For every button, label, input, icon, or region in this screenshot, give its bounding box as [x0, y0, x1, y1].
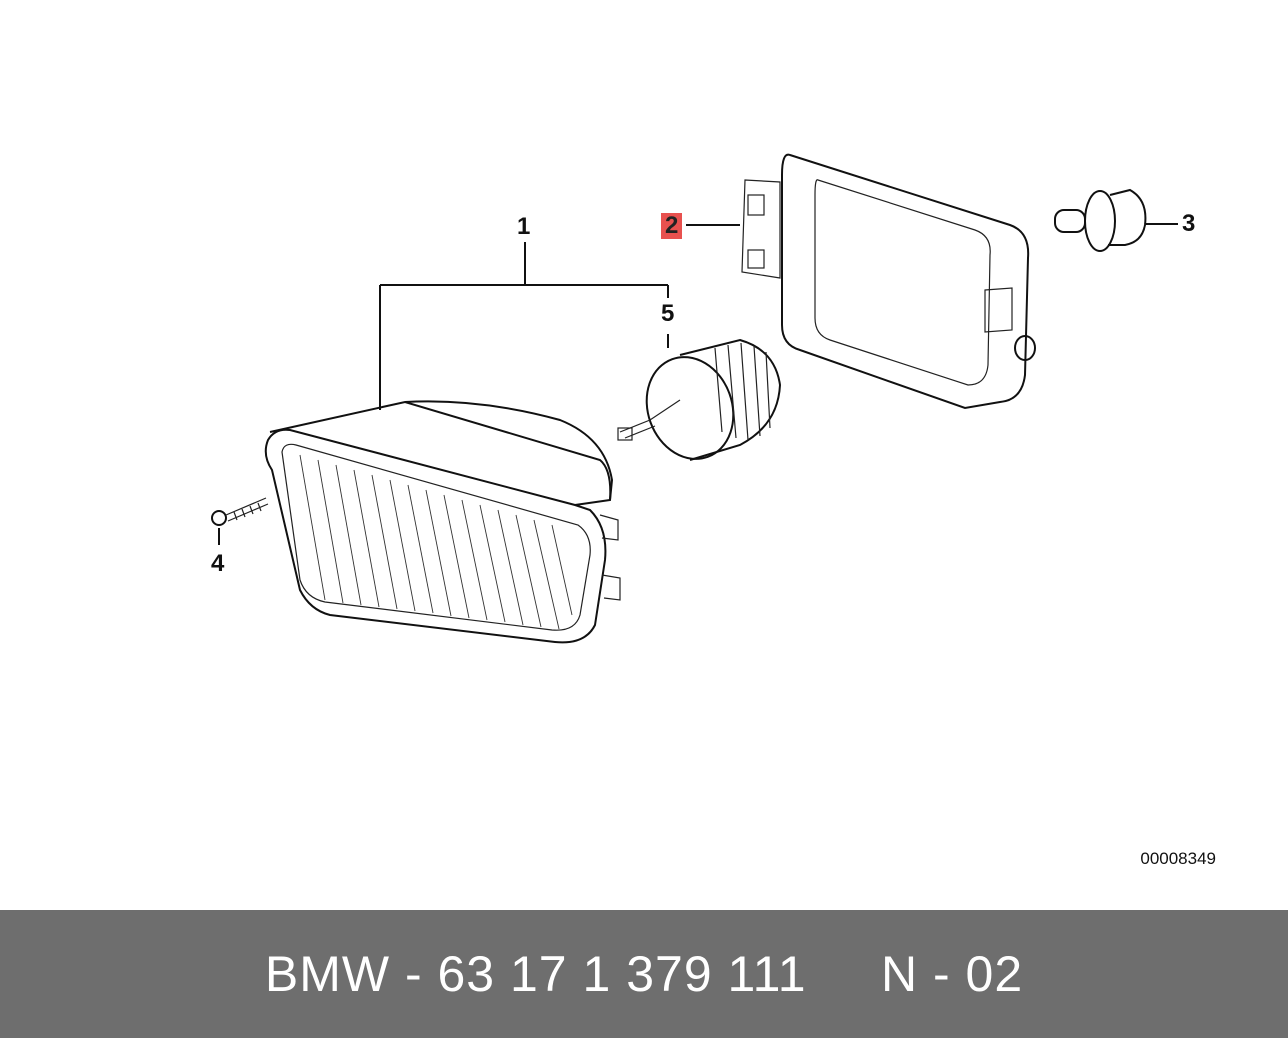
callout-3: 3: [1182, 210, 1196, 237]
callout-1: 1: [517, 213, 531, 240]
part-number-footer: BMW - 63 17 1 379 111 N - 02: [0, 910, 1288, 1038]
bulb-socket: [617, 338, 782, 461]
callout-4: 4: [211, 550, 225, 577]
lens-hatching: [299, 454, 573, 630]
callout-2: 2: [661, 213, 683, 239]
diagram-reference-number: 00008349: [1140, 849, 1216, 868]
fog-light-exploded-view: [211, 153, 1178, 644]
parts-diagram: [211, 153, 1178, 644]
screw: [211, 497, 269, 526]
fog-lamp-housing: [264, 400, 621, 644]
leader-lines: [218, 223, 1178, 545]
part-number-text: BMW - 63 17 1 379 111 N - 02: [264, 946, 1024, 1002]
bulb: [1054, 188, 1147, 252]
mounting-frame: [741, 153, 1036, 410]
callout-5: 5: [661, 300, 675, 327]
